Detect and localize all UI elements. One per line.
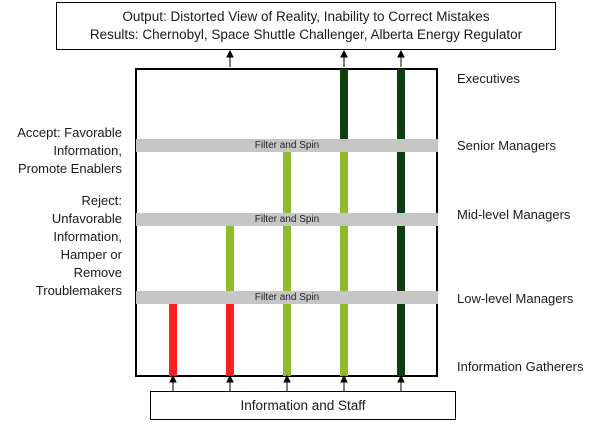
dark-bar-4 [340, 69, 348, 139]
accept-note: Accept: Favorable Information, Promote E… [17, 124, 122, 178]
level-senior: Senior Managers [457, 138, 556, 153]
input-label: Information and Staff [240, 398, 366, 413]
green-bar-4 [340, 150, 348, 376]
reject-line: Troublemakers [35, 283, 122, 298]
accept-line: Promote Enablers [17, 161, 122, 176]
green-bar-2 [226, 225, 234, 291]
results-line: Results: Chernobyl, Space Shuttle Challe… [89, 27, 523, 42]
filter-senior: Filter and Spin [136, 139, 438, 152]
reject-line: Information, [53, 229, 122, 244]
red-bar-2 [226, 303, 234, 376]
reject-line: Remove [73, 265, 122, 280]
reject-line: Hamper or [60, 247, 122, 262]
input-arrows [169, 374, 405, 391]
output-arrows [226, 49, 405, 67]
red-bar-1 [169, 303, 177, 376]
output-box: Output: Distorted View of Reality, Inabi… [56, 2, 556, 50]
level-executives: Executives [457, 71, 520, 86]
reject-line: Reject: [81, 193, 122, 208]
level-low: Low-level Managers [457, 291, 574, 306]
accept-line: Information, [53, 143, 122, 158]
input-box: Information and Staff [150, 391, 456, 420]
filter-low: Filter and Spin [136, 291, 438, 304]
level-gatherers: Information Gatherers [457, 359, 584, 374]
accept-line: Accept: Favorable [17, 125, 122, 140]
output-line: Output: Distorted View of Reality, Inabi… [122, 9, 490, 24]
filter-mid: Filter and Spin [136, 213, 438, 226]
green-bar-3 [283, 150, 291, 376]
reject-line: Unfavorable [51, 211, 122, 226]
reject-note: Reject: Unfavorable Information, Hamper … [36, 192, 122, 300]
level-mid: Mid-level Managers [457, 207, 571, 222]
